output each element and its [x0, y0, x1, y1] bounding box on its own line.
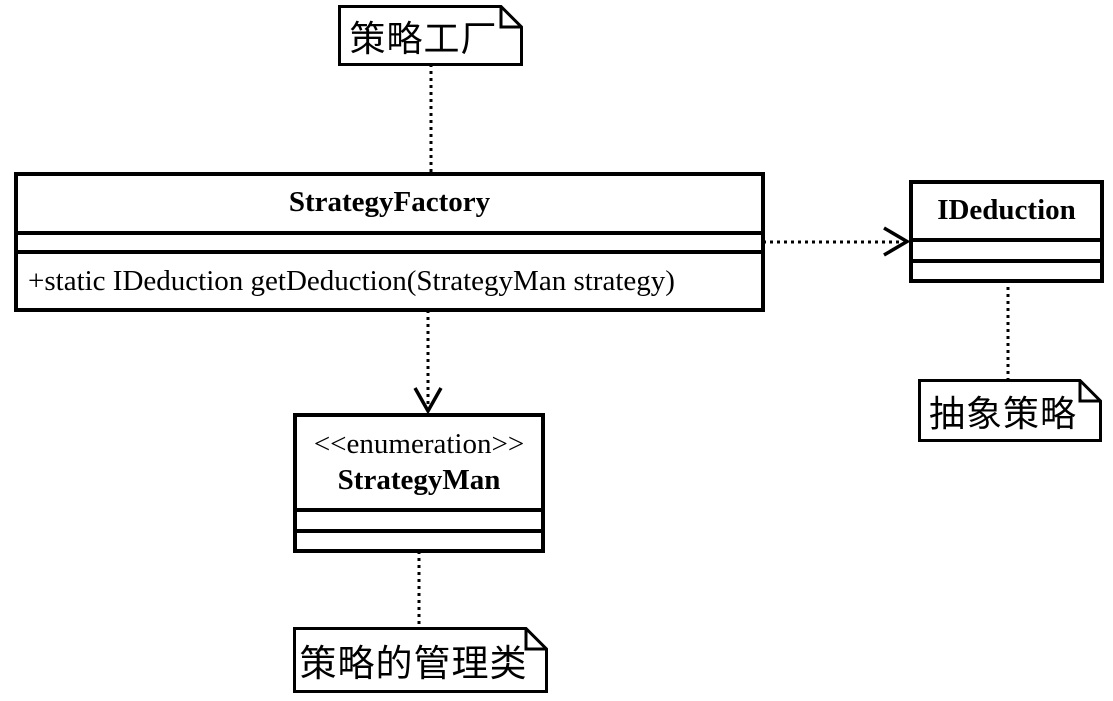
note-abstract-strategy: 抽象策略 — [918, 379, 1102, 442]
attributes-compartment-ideduction — [913, 238, 1100, 259]
method-getdeduction: +static IDeduction getDeduction(Strategy… — [18, 250, 761, 308]
note-shape-icon — [338, 5, 523, 66]
attributes-compartment-strategyman — [297, 508, 541, 529]
class-name-strategyfactory: StrategyFactory — [288, 186, 491, 218]
class-strategyfactory: StrategyFactory +static IDeduction getDe… — [14, 172, 765, 312]
class-name-ideduction: IDeduction — [937, 194, 1076, 226]
methods-compartment-ideduction — [913, 259, 1100, 279]
note-text-strategy-factory: 策略工厂 — [349, 18, 498, 59]
methods-compartment-strategyman — [297, 529, 541, 549]
note-text-abstract-strategy: 抽象策略 — [928, 393, 1077, 434]
note-shape-icon — [918, 379, 1102, 442]
note-shape-icon — [293, 627, 548, 693]
note-strategy-manager: 策略的管理类 — [293, 627, 548, 693]
note-text-strategy-manager: 策略的管理类 — [299, 644, 528, 685]
open-arrowhead-right-icon — [883, 226, 911, 257]
class-strategyman: <<enumeration>> StrategyMan — [293, 413, 545, 553]
open-arrowhead-down-icon — [413, 387, 443, 415]
class-name-strategyman: StrategyMan — [337, 464, 501, 496]
stereotype-enumeration: <<enumeration>> — [313, 428, 525, 460]
attributes-compartment-strategyfactory — [18, 231, 761, 250]
title-compartment-strategyman: <<enumeration>> StrategyMan — [297, 417, 541, 508]
class-ideduction: IDeduction — [909, 180, 1104, 283]
note-strategy-factory: 策略工厂 — [338, 5, 523, 66]
